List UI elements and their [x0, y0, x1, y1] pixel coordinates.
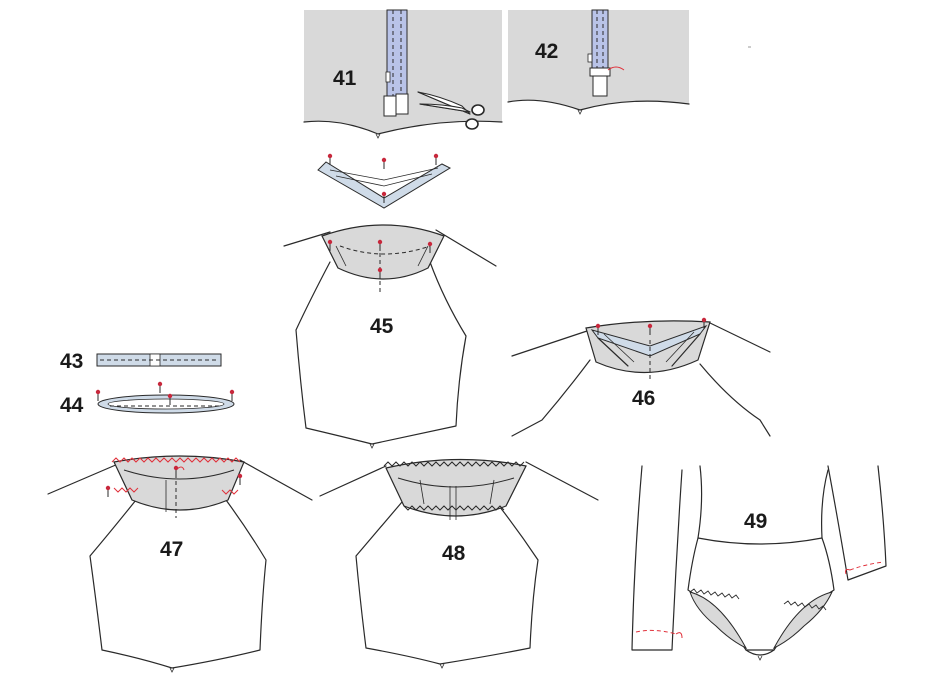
overlock-stitch — [111, 457, 241, 463]
overlock-stitch — [383, 461, 525, 467]
step-45-garment: 45 — [283, 224, 497, 449]
step-label-43: 43 — [60, 350, 83, 373]
step-label-42: 42 — [535, 40, 558, 63]
step-46-garment: 46 — [511, 317, 771, 437]
step-label-44: 44 — [60, 394, 84, 417]
scissors-icon — [417, 91, 485, 130]
step-label-45: 45 — [370, 315, 394, 338]
step-48-garment: 48 — [319, 458, 599, 669]
step-49-garment: 49 — [631, 465, 887, 661]
step-label-49: 49 — [744, 510, 767, 533]
elastic-tape — [386, 9, 408, 97]
step-42-panel: 42 — [507, 9, 690, 115]
folded-binding-v — [317, 153, 452, 209]
step-label-41: 41 — [333, 67, 357, 90]
step-label-46: 46 — [632, 387, 655, 410]
step-43-band: 43 — [60, 350, 222, 373]
step-41-panel: 41 — [303, 9, 503, 139]
step-label-47: 47 — [160, 538, 183, 561]
step-47-garment: 47 — [47, 455, 313, 673]
step-44-ring: 44 — [60, 381, 235, 417]
step-label-48: 48 — [442, 542, 466, 565]
elastic-tape — [591, 9, 609, 71]
